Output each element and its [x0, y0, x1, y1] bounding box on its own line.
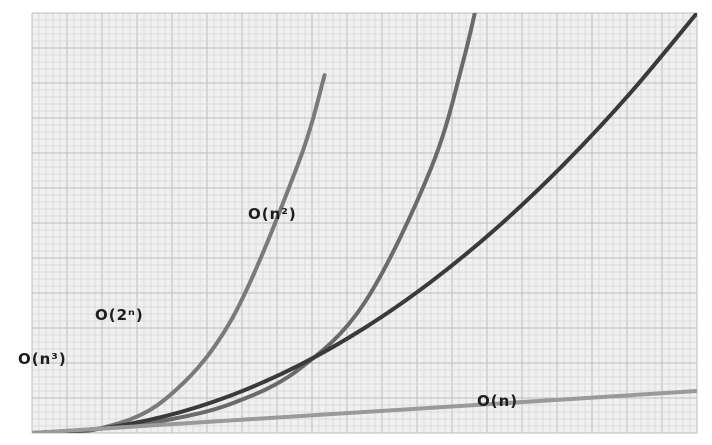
series-n-squared-label: O(n²)	[248, 205, 297, 223]
curve-labels: O(n³) O(2ⁿ) O(n²) O(n)	[18, 205, 518, 410]
series-2-pow-n-label: O(2ⁿ)	[95, 306, 144, 324]
curves	[32, 13, 697, 433]
series-n-label: O(n)	[477, 392, 518, 410]
series-n-squared-line	[32, 13, 697, 433]
series-n-cubed-label: O(n³)	[18, 350, 67, 368]
series-n-line	[32, 389, 697, 433]
grid	[31, 12, 698, 434]
